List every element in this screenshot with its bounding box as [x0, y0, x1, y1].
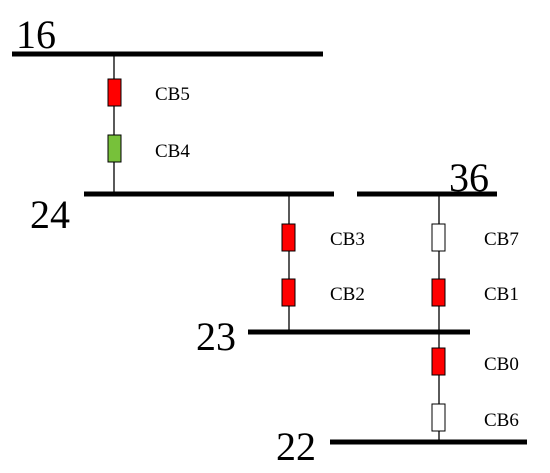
- cb3-label: CB3: [330, 229, 365, 250]
- cb2-breaker[interactable]: [281, 278, 296, 307]
- cb0-breaker[interactable]: [431, 347, 446, 376]
- cb5-label: CB5: [155, 84, 190, 105]
- cb1-label: CB1: [484, 284, 519, 305]
- bus-36-label: 36: [449, 155, 489, 200]
- cb5-breaker[interactable]: [107, 78, 122, 107]
- bus-16-label: 16: [16, 12, 56, 57]
- cb6-label: CB6: [484, 410, 519, 431]
- cb7-breaker[interactable]: [431, 223, 446, 252]
- cb1-breaker[interactable]: [431, 278, 446, 307]
- bus-24-label: 24: [30, 192, 70, 237]
- cb2-label: CB2: [330, 284, 365, 305]
- cb0-label: CB0: [484, 354, 519, 375]
- cb4-breaker[interactable]: [107, 134, 122, 163]
- bus-22-label: 22: [276, 424, 316, 469]
- cb3-breaker[interactable]: [281, 223, 296, 252]
- cb6-breaker[interactable]: [431, 403, 446, 432]
- bus-23-label: 23: [196, 314, 236, 359]
- cb4-label: CB4: [155, 141, 190, 162]
- cb7-label: CB7: [484, 229, 519, 250]
